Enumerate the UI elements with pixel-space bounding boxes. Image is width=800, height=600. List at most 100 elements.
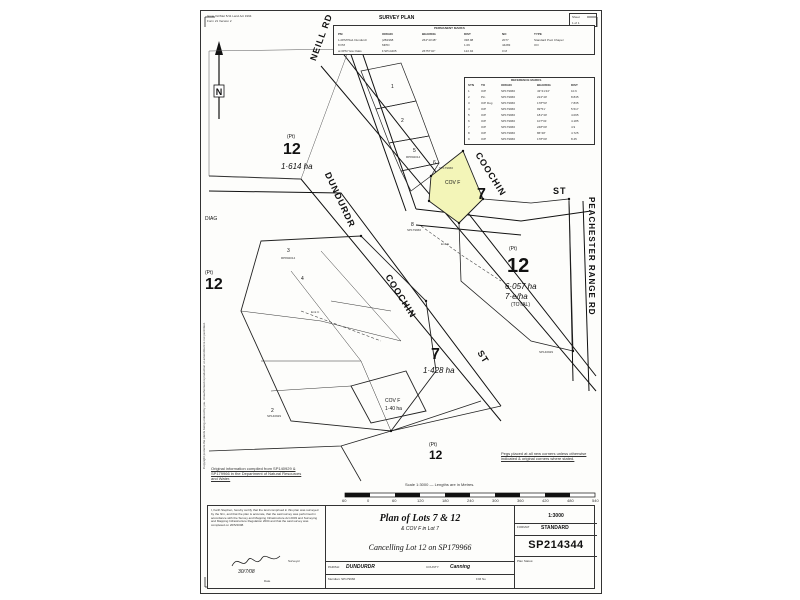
scale-tick-label: 480 (567, 498, 574, 503)
plan-title-area: Plan of Lots 7 & 12 & COV F in Lot 7 Can… (326, 506, 514, 588)
table-cell: SP179966 (501, 89, 516, 93)
adjacent-lot-8: 8 (411, 222, 414, 228)
surveyor-signature (231, 555, 281, 567)
lot-12-south-number: 12 (429, 448, 443, 462)
plan-number: SP214344 (528, 539, 584, 551)
lot-12-west-number: 12 (205, 276, 223, 293)
table-cell: ll.SP14405 (382, 48, 397, 53)
table-cell: at 0PM Yew Oaks (338, 48, 362, 53)
county-label: COUNTY: (426, 565, 440, 569)
lot-12-main-boundary (458, 198, 574, 352)
lot-12-main-area-2: 7·e/ha (505, 292, 528, 301)
table-cell: 8 PM (338, 43, 346, 47)
scale-tick-label: 120 (417, 498, 424, 503)
table-header-cell: ORIGIN (382, 32, 393, 36)
table-cell: SP179966 (501, 95, 516, 99)
scale-bar (344, 492, 596, 498)
table-cell: 1 (468, 89, 470, 93)
plan-status-label: Plan Status: (517, 559, 534, 563)
north-arrow-icon: N (213, 41, 225, 119)
scale-tick-label: 0 (367, 498, 370, 503)
lot-7-small-number: 7 (477, 186, 486, 203)
table-cell: MPID (382, 43, 390, 47)
adjacent-lot-3-label: RP802014 (281, 256, 296, 260)
table-cell: O/P (481, 113, 487, 117)
adjacent-lot-5: 5 (413, 148, 416, 154)
adjacent-lots-neill (360, 62, 440, 192)
table-cell: 264°44'48" (422, 37, 437, 42)
lot-12-nw-number: 12 (283, 141, 301, 158)
scale-tick-label: 240 (467, 498, 474, 503)
table-cell: 122.94 (464, 48, 474, 53)
adjacent-lot-6: 6 (433, 160, 436, 166)
table-cell: O/P (481, 119, 487, 123)
format-label: FORMAT (517, 525, 530, 529)
table-cell: 9 (468, 137, 470, 141)
table-header-cell: TO (481, 83, 486, 87)
county-value: Canning (450, 564, 470, 570)
cov-f-lower (350, 370, 427, 424)
table-header-cell: DIST (571, 83, 578, 87)
adjacent-lot-6-label: SP179966 (439, 166, 454, 170)
reference-marks-title: REFERENCE MARKS (511, 78, 542, 82)
lot-12-south-boundary (208, 400, 502, 482)
plan-id-area: 1:3000 FORMAT STANDARD SP214344 Plan Sta… (514, 506, 597, 588)
table-cell: Standard Pool Chapel (534, 37, 564, 42)
easement-c-label: Emt C (311, 310, 320, 314)
table-cell: 4.095 (571, 113, 579, 117)
table-header-cell: DIST (464, 32, 471, 36)
table-cell: 248°00' (537, 125, 548, 129)
table-cell: 43°41'44" (537, 89, 550, 93)
table-cell: 4.185 (571, 119, 579, 123)
table-cell: O/P (481, 125, 487, 129)
survey-radiations (240, 250, 402, 432)
signature-date: 30/7/08 (238, 569, 255, 575)
table-header-cell: STN (468, 83, 474, 87)
table-cell: SP179966 (501, 113, 516, 117)
table-cell: SP179966 (501, 107, 516, 111)
table-cell: SP179966 (501, 131, 516, 135)
table-cell: 0 M (502, 48, 508, 53)
table-cell: 86°48' (537, 131, 546, 135)
sheet-of: 1 of 1 (572, 21, 580, 25)
easement-e-label: Emt E (441, 242, 450, 246)
table-header-cell: ORIGIN (501, 83, 512, 87)
scale-tick-label: 420 (542, 498, 549, 503)
table-cell: 178°00' (537, 137, 548, 141)
table-header-cell: BEARING (537, 83, 551, 87)
scale-tick-label: 60 (342, 498, 347, 503)
table-cell: 44283 (502, 43, 511, 47)
table-cell: 5 (468, 113, 470, 117)
table-header-cell: TYPE (534, 32, 542, 36)
surveyor-certificate: I, Keith Stephen, hereby certify that th… (208, 506, 326, 588)
table-cell: 7.835 (571, 101, 579, 105)
table-cell: O/P (481, 131, 487, 135)
cov-f-main-area: 1·40 ha (385, 406, 402, 412)
scale-tick-label: 300 (492, 498, 499, 503)
plan-type-title: SURVEY PLAN (379, 15, 415, 21)
table-cell: O/P Dog (481, 101, 493, 105)
scale-tick-label: 180 (442, 498, 449, 503)
road-label-peachester: PEACHESTER RANGE RD (587, 197, 596, 316)
permanent-marks-title: PERMANENT MARKS (434, 26, 465, 30)
adjacent-lot-2: 2 (401, 118, 404, 124)
meridian-note: Meridian: SP179966 (328, 577, 356, 581)
table-cell: 7 (468, 125, 470, 129)
table-cell: SP179966 (501, 125, 516, 129)
title-divider (326, 561, 514, 562)
table-cell: 4.9 (571, 125, 576, 129)
cancelling-note: Cancelling Lot 12 on SP179966 (368, 543, 472, 552)
table-cell: 26757'40" (422, 48, 436, 53)
id-divider-2 (515, 535, 597, 536)
reference-marks-table: REFERENCE MARKS STN TO ORIGIN BEARING DIST 1… (464, 77, 595, 145)
table-cell: 8.45 (571, 137, 577, 141)
lot-12-nw-area: 1·614 ha (281, 162, 313, 171)
fm-label: F/M No (476, 577, 486, 581)
table-cell: Pin (481, 95, 486, 99)
table-cell: 4 (468, 107, 470, 111)
table-header-cell: NO (502, 32, 507, 36)
scale-bar-caption: Scale 1:3000 — Lengths are in Metres. (405, 482, 475, 487)
adjacent-lot-2-label: SP179966 (407, 228, 422, 232)
table-cell: 224°40' (537, 95, 548, 99)
